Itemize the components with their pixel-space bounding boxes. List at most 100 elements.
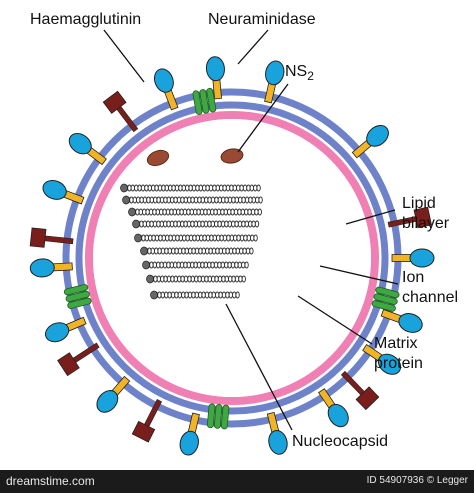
leader-haemagglutinin [103,29,145,83]
neuraminidase-spike [29,227,74,248]
label-matrix-protein-2: protein [374,355,423,372]
virion-interior [93,119,371,397]
nucleocapsid-strand [150,290,240,300]
na-head [355,386,380,411]
matrix-protein-layer [85,111,379,405]
stock-footer: dreamstime.com ID 54907936 © Legger [0,470,474,493]
haemagglutinin-spike [45,316,87,343]
nucleocapsid-cap [142,260,150,270]
nucleocapsid-strand [134,233,258,243]
label-ion-channel-1: Ion [402,269,425,286]
label-neuraminidase: Neuraminidase [208,11,316,28]
nucleocapsid-coil [123,184,261,192]
ha-head [45,322,70,343]
neuraminidase-spike [102,90,139,133]
neuraminidase-spike [387,206,432,229]
ns2-proteins [146,148,244,167]
ha-head [29,258,55,278]
ion-channel-segment [206,87,217,113]
ha-head [153,68,174,93]
ion-channel [371,286,400,312]
leader-lines [103,29,399,431]
ion-channel [192,87,217,115]
ha-head [268,430,288,455]
haemagglutinin-spike [96,375,131,413]
surface-proteins [29,56,435,456]
nucleocapsid-cap [134,233,142,243]
ion-channel-segment [220,404,230,430]
haemagglutinin-spike [68,132,107,166]
label-lipid-bilayer-1: Lipid [402,195,436,212]
ion-channel [63,284,92,309]
haemagglutinin-spike [351,125,389,159]
nucleocapsid-strand [128,207,262,217]
haemagglutinin-spike [362,344,402,375]
haemagglutinin-spike [179,412,200,456]
label-lipid-bilayer-2: bilayer [402,215,450,232]
ion-channel-segment [199,89,210,114]
ha-head [327,403,349,428]
ion-channel [206,403,230,430]
haemagglutinin-spike [391,248,435,268]
nucleocapsid-strand [120,183,261,193]
ns2-protein [146,149,170,167]
na-head [102,90,127,114]
nucleocapsid-cap [132,219,140,229]
ha-head [366,125,389,147]
ion-channel-segment [67,297,92,309]
haemagglutinin-spike [264,60,285,104]
ha-head [68,132,92,155]
nucleocapsid-cap [140,246,148,256]
label-ns2-sub: 2 [307,69,314,83]
nucleocapsid-cap [128,207,136,217]
ion-channel-segment [192,90,203,115]
na-head [29,227,47,248]
ha-stalk [51,262,73,272]
ion-channels [63,87,400,430]
nucleocapsid-coil [125,196,263,204]
na-head [57,352,80,377]
leader-neuraminidase [237,29,269,65]
label-ns2-base: NS [285,63,308,80]
nucleocapsid-cap [146,274,154,284]
haemagglutinin-spike [318,388,349,428]
ha-head [377,353,402,375]
nucleocapsid-cap [122,195,130,205]
ion-channel-segment [371,300,396,312]
leader-nucleocapsid [225,303,293,431]
ion-channel-segment [373,293,398,305]
ha-head [179,430,199,456]
leader-matrix-protein [297,295,373,345]
ion-channel-segment [206,403,216,429]
label-haemagglutinin: Haemagglutinin [30,11,142,28]
label-matrix-protein-1: Matrix [374,335,418,352]
nucleocapsid-strands [120,183,263,300]
haemagglutinin-spike [380,308,423,333]
na-head [131,420,156,443]
nucleocapsid-strand [142,260,249,270]
ha-stalk [212,77,222,100]
ion-channel-segment [375,286,400,299]
nucleocapsid-strand [122,195,263,205]
ha-head [42,179,67,200]
footer-site: dreamstime.com [6,474,95,488]
virion [29,56,435,456]
ha-head [398,313,423,333]
na-head [413,206,432,229]
ion-channel-segment [213,404,223,429]
ion-channel-segment [65,290,90,303]
label-ns2: NS2 [285,62,314,83]
neuraminidase-spike [340,370,380,411]
haemagglutinin-spike [153,68,179,111]
ha-head [265,60,285,86]
ha-stalk [391,254,413,262]
nucleocapsid-cap [150,290,158,300]
ha-head [409,248,435,268]
haemagglutinin-spike [205,56,225,100]
label-ion-channel-2: channel [402,289,459,306]
footer-credit: ID 54907936 © Legger [366,475,468,486]
lipid-bilayer-inner [75,101,389,415]
ion-channel-segment [63,284,89,296]
ha-head [96,390,119,413]
